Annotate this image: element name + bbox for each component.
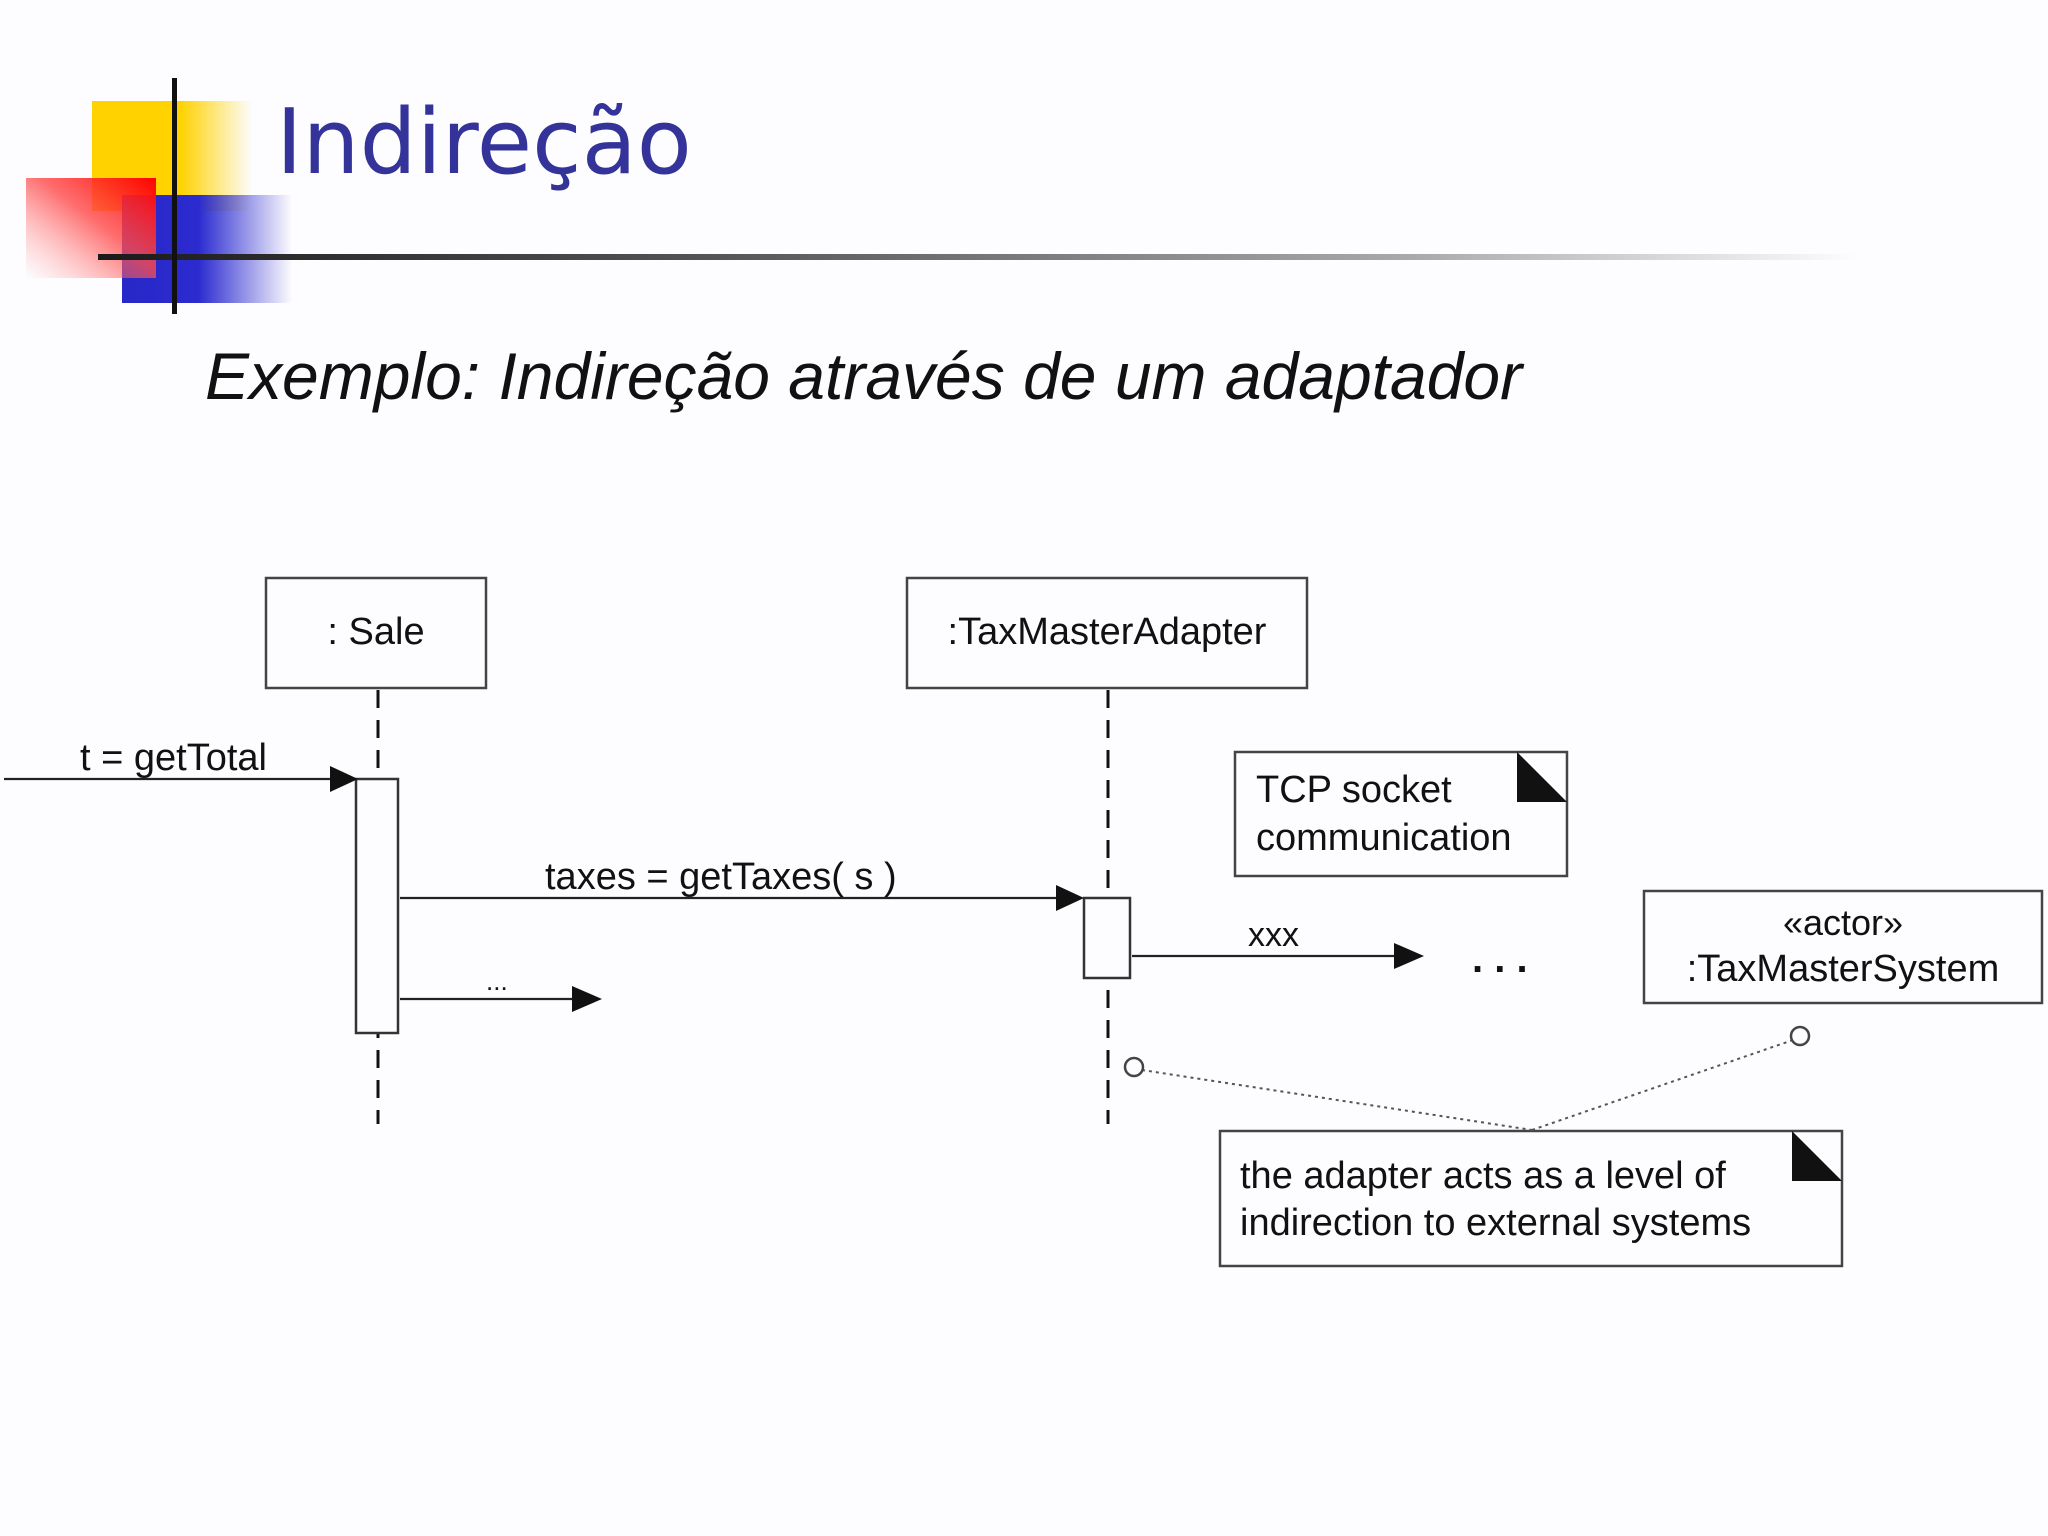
adapter-lifeline-box: [905, 576, 1309, 690]
adapter-note-box: [1218, 1129, 1844, 1268]
system-stereotype-label: «actor»: [1783, 902, 1903, 943]
get-total-arrowhead: [330, 766, 358, 792]
system-lifeline-box: [1642, 889, 2044, 1005]
get-taxes-arrowhead: [1056, 885, 1084, 911]
adapter-lifeline-label: :TaxMasterAdapter: [948, 611, 1267, 653]
get-taxes-label: taxes = getTaxes( s ): [545, 856, 897, 898]
xxx-label: xxx: [1248, 916, 1299, 954]
adapter-note-line-2: indirection to external systems: [1240, 1202, 1751, 1244]
system-lifeline-label: :TaxMasterSystem: [1687, 948, 2000, 990]
adapter-note: the adapter acts as a level of indirecti…: [1218, 1129, 1844, 1268]
tcp-note-line-2: communication: [1256, 817, 1512, 859]
adapter-note-line-1: the adapter acts as a level of: [1240, 1155, 1726, 1197]
arrowheads: [330, 766, 1424, 1012]
ellipsis-arrowhead: [572, 986, 602, 1012]
sale-lifeline-box: [264, 576, 488, 690]
tcp-note-corner: [1517, 752, 1567, 802]
note-anchor-adapter: [1141, 1069, 1533, 1131]
adapter-note-corner: [1792, 1131, 1842, 1181]
adapter-activation: [1082, 896, 1132, 980]
slide-subtitle: Exemplo: Indireção através de um adaptad…: [205, 339, 1523, 413]
anchor-circle-system: [1789, 1025, 1811, 1047]
tcp-note-line-1: TCP socket: [1256, 769, 1452, 811]
continuation-dots: . . .: [1472, 937, 1528, 981]
title-rule: [98, 254, 1858, 260]
red-square: [26, 178, 156, 278]
sale-activation: [354, 777, 400, 1035]
get-total-label: t = getTotal: [80, 737, 267, 779]
note-anchor-system: [1531, 1039, 1794, 1131]
vertical-rule: [172, 78, 177, 314]
ellipsis-label: ...: [486, 966, 508, 996]
slide-title: Indireção: [276, 90, 692, 195]
tcp-note: TCP socket communication: [1233, 750, 1569, 878]
tcp-note-box: [1233, 750, 1569, 878]
xxx-arrowhead: [1394, 943, 1424, 969]
sale-lifeline-label: : Sale: [327, 611, 424, 653]
anchor-circle-adapter: [1123, 1056, 1145, 1078]
